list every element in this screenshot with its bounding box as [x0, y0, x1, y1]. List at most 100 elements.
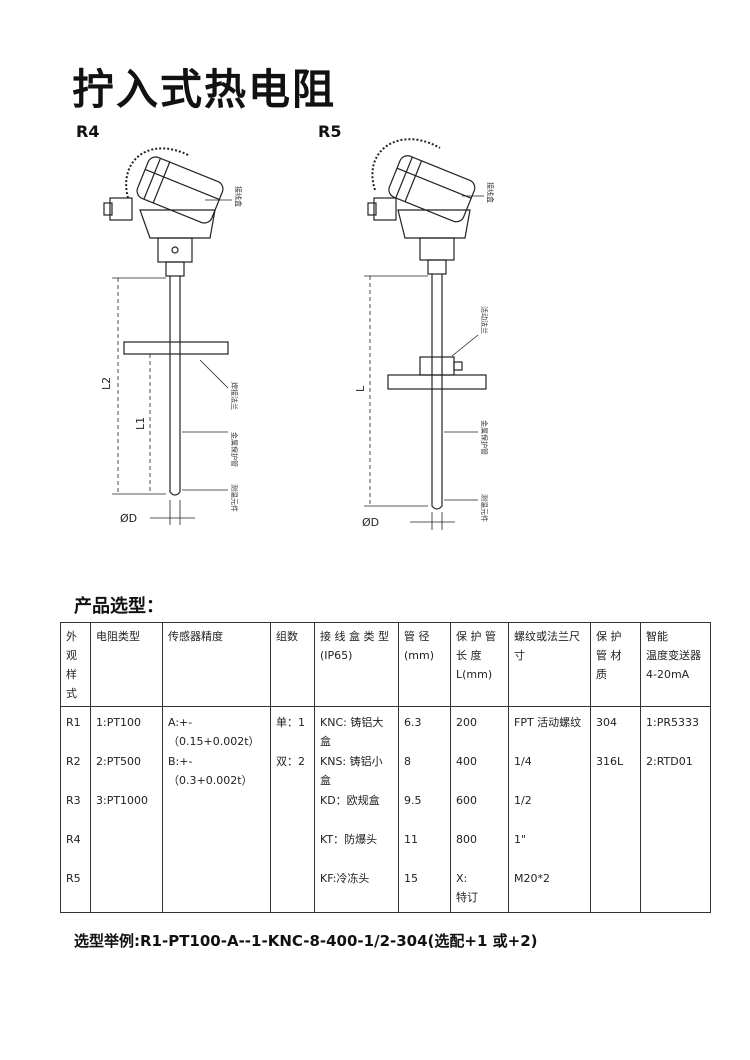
cell-value: 1"	[514, 833, 527, 846]
callout-r4-metal-tube: 金属保护管	[230, 432, 239, 467]
table-cell: 单：1 双：2	[270, 706, 315, 913]
header-line: L(mm)	[456, 668, 493, 681]
header-line: 温度变送器	[646, 649, 701, 662]
model-label-r4: R4	[76, 122, 100, 141]
callout-r5-junction-box: 接线盒	[486, 182, 495, 203]
header-line: 4-20mA	[646, 668, 690, 681]
cell-value: 316L	[596, 755, 624, 768]
page-title: 拧入式热电阻	[72, 65, 337, 114]
cell-value: 15	[404, 872, 418, 885]
header-line: 观	[66, 649, 77, 662]
header-cell: 保 护管 材质	[590, 622, 641, 707]
header-cell: 保 护 管长 度 L(mm)	[450, 622, 509, 707]
header-line: 管 材	[596, 649, 622, 662]
callout-r4-sensor: 测温元件	[230, 484, 239, 512]
cell-value: X:	[456, 872, 468, 885]
header-line: (IP65)	[320, 649, 353, 662]
table-cell: 1:PT100 2:PT500 3:PT1000	[90, 706, 163, 913]
selection-example: 选型举例:R1-PT100-A--1-KNC-8-400-1/2-304(选配+…	[74, 932, 538, 950]
drawing-r5	[364, 138, 487, 530]
header-cell: 电阻类型	[90, 622, 163, 707]
cell-value: 800	[456, 833, 477, 846]
dim-l2: L2	[100, 377, 113, 390]
callout-r5-sensor: 测温元件	[480, 494, 489, 522]
header-line: 保 护 管	[456, 630, 496, 643]
dim-l: L	[354, 385, 367, 392]
header-line: 保 护	[596, 630, 622, 643]
header-line: 组数	[276, 630, 298, 643]
cell-value: 6.3	[404, 716, 422, 729]
cell-value: R4	[66, 833, 81, 846]
cell-value: 1/2	[514, 794, 532, 807]
dim-l1: L1	[134, 417, 147, 430]
header-line: (mm)	[404, 649, 435, 662]
cell-value: 2:RTD01	[646, 755, 693, 768]
cell-value: 1:PR5333	[646, 716, 699, 729]
header-cell: 外观样式	[60, 622, 91, 707]
cell-value: M20*2	[514, 872, 550, 885]
cell-value: 1:PT100	[96, 716, 142, 729]
cell-value: KF:冷冻头	[320, 872, 370, 885]
dim-od-r5: ØD	[362, 516, 379, 529]
header-line: 外	[66, 630, 77, 643]
header-line: 智能	[646, 630, 668, 643]
cell-value: KD：欧规盒	[320, 794, 380, 807]
cell-value: KT：防爆头	[320, 833, 378, 846]
cell-value: A:+-（0.15+0.002t）	[168, 716, 260, 748]
cell-value: 8	[404, 755, 411, 768]
selection-table: 外观样式 电阻类型 传感器精度 组数 接 线 盒 类 型(IP65) 管 径(m…	[60, 622, 711, 913]
callout-r5-metal-tube: 金属保护管	[480, 420, 489, 455]
drawing-r4	[103, 147, 232, 525]
header-cell: 智能温度变送器 4-20mA	[640, 622, 711, 707]
cell-value: R3	[66, 794, 81, 807]
cell-value: 9.5	[404, 794, 422, 807]
header-line: 寸	[514, 649, 525, 662]
table-cell: 1:PR5333 2:RTD01	[640, 706, 711, 913]
cell-value: 600	[456, 794, 477, 807]
header-line: 传感器精度	[168, 630, 223, 643]
cell-value: 2:PT500	[96, 755, 142, 768]
dim-od-r4: ØD	[120, 512, 137, 525]
header-line: 电阻类型	[96, 630, 140, 643]
cell-value: 双：2	[276, 755, 305, 768]
table-cell: A:+-（0.15+0.002t） B:+-（0.3+0.002t）	[162, 706, 271, 913]
header-line: 质	[596, 668, 607, 681]
cell-value: R1	[66, 716, 81, 729]
header-cell: 管 径(mm)	[398, 622, 451, 707]
cell-note: 特订	[456, 891, 478, 904]
header-cell: 螺纹或法兰尺寸	[508, 622, 591, 707]
header-cell: 传感器精度	[162, 622, 271, 707]
cell-value: 单：1	[276, 716, 305, 729]
callout-r5-movable-flange: 活动法兰	[480, 306, 489, 334]
cell-value: 400	[456, 755, 477, 768]
cell-value: R2	[66, 755, 81, 768]
header-cell: 组数	[270, 622, 315, 707]
table-cell: 6.3 8 9.5 11 15	[398, 706, 451, 913]
cell-value: KNS: 铸铝小盒	[320, 755, 383, 787]
header-line: 长 度	[456, 649, 482, 662]
callout-r4-junction-box: 接线盒	[234, 186, 243, 207]
cell-value: 1/4	[514, 755, 532, 768]
cell-value: FPT 活动螺纹	[514, 716, 582, 729]
technical-drawings: L2 L1 ØD L ØD 接线盒 焊接法兰 金属保护管 测温元件 接线盒 活动…	[100, 138, 495, 530]
cell-value: 200	[456, 716, 477, 729]
header-line: 螺纹或法兰尺	[514, 630, 580, 643]
section-title: 产品选型：	[74, 596, 164, 617]
cell-value: B:+-（0.3+0.002t）	[168, 755, 253, 787]
table-cell: 304 316L	[590, 706, 641, 913]
table-header-row: 外观样式 电阻类型 传感器精度 组数 接 线 盒 类 型(IP65) 管 径(m…	[60, 622, 711, 707]
model-label-r5: R5	[318, 122, 342, 141]
table-cell: KNC: 铸铝大盒 KNS: 铸铝小盒 KD：欧规盒 KT：防爆头 KF:冷冻头	[314, 706, 399, 913]
callout-r4-welded-flange: 焊接法兰	[230, 382, 239, 410]
cell-value: R5	[66, 872, 81, 885]
cell-value: 304	[596, 716, 617, 729]
cell-value: 11	[404, 833, 418, 846]
header-line: 式	[66, 687, 77, 700]
cell-value: 3:PT1000	[96, 794, 149, 807]
table-cell: FPT 活动螺纹 1/4 1/2 1" M20*2	[508, 706, 591, 913]
cell-value: KNC: 铸铝大盒	[320, 716, 384, 748]
header-cell: 接 线 盒 类 型(IP65)	[314, 622, 399, 707]
